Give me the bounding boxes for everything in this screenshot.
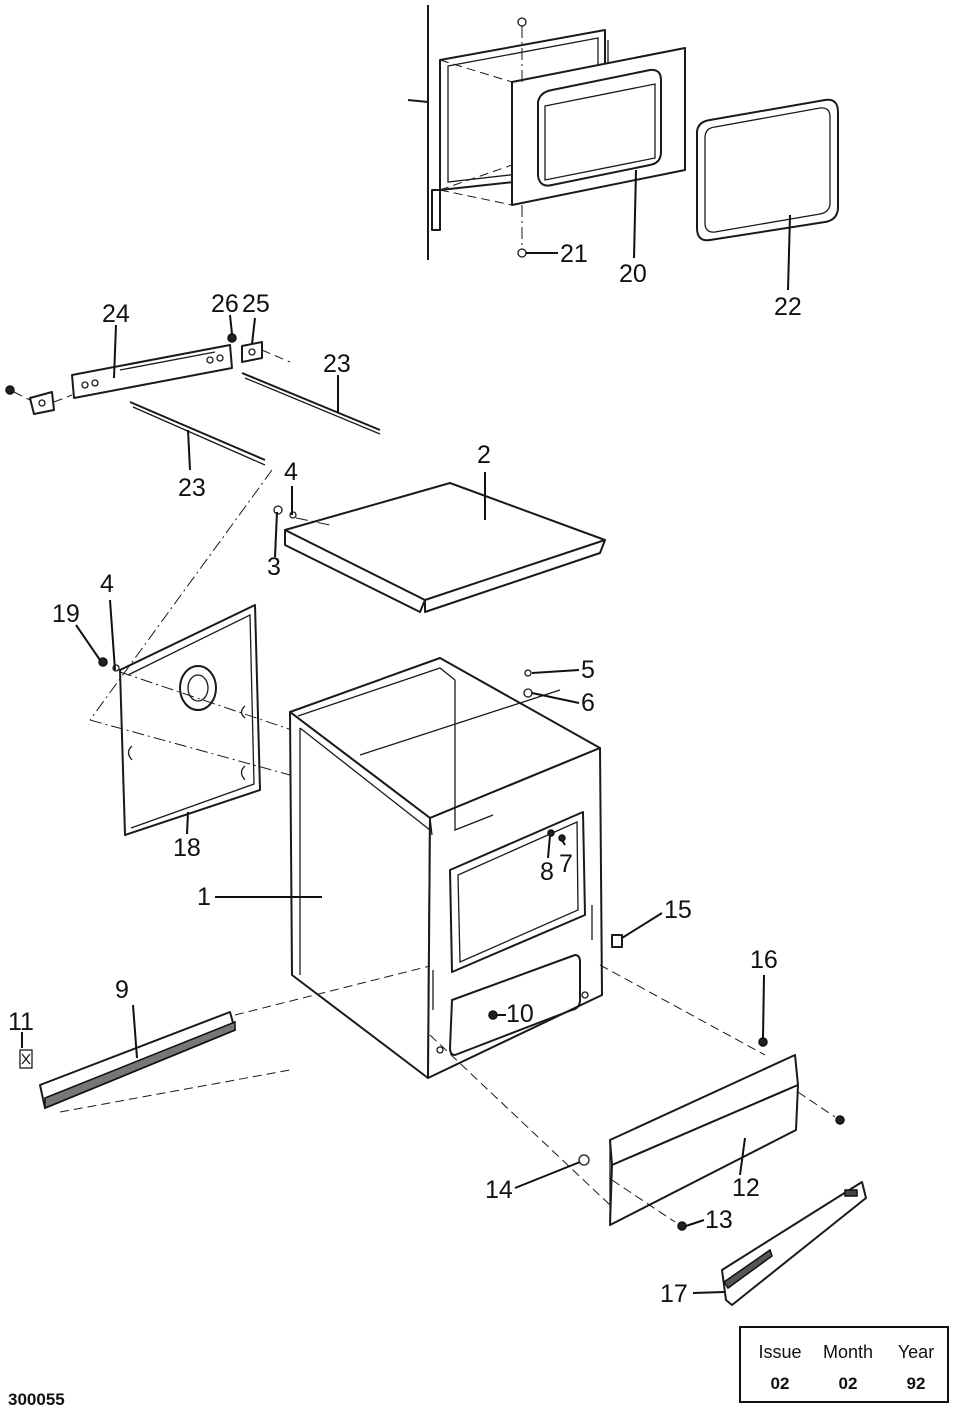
leader-lines <box>21 169 791 1294</box>
callout-16: 16 <box>750 946 778 974</box>
callout-14: 14 <box>485 1176 513 1204</box>
door-screw-bottom <box>517 205 527 258</box>
callout-15: 15 <box>664 896 692 924</box>
callout-4-back: 4 <box>100 570 114 598</box>
clip-15 <box>611 934 623 948</box>
callout-20: 20 <box>619 260 647 288</box>
callout-4-top: 4 <box>284 458 298 486</box>
rod-lower <box>129 401 266 466</box>
callout-12: 12 <box>732 1174 760 1202</box>
cabinet-body <box>289 657 603 1079</box>
support-bracket <box>71 344 233 399</box>
callout-26: 26 <box>211 290 239 318</box>
callout-7: 7 <box>559 850 573 878</box>
callout-10: 10 <box>506 1000 534 1028</box>
year-value: 92 <box>906 1374 926 1393</box>
month-header: Month <box>822 1342 874 1362</box>
bracket-screw <box>227 333 237 343</box>
callout-25: 25 <box>242 290 270 318</box>
bracket-clip-left <box>5 385 73 415</box>
callout-24: 24 <box>102 300 130 328</box>
callout-5: 5 <box>581 656 595 684</box>
cabinet-screws <box>488 669 566 1020</box>
callout-22: 22 <box>774 293 802 321</box>
back-panel-screw <box>98 657 120 672</box>
callout-labels: 1 2 3 4 4 5 6 7 8 9 10 11 12 13 14 15 16… <box>8 240 802 1308</box>
issue-value: 02 <box>770 1374 790 1393</box>
rod-upper <box>241 372 381 435</box>
callout-11: 11 <box>8 1008 34 1036</box>
back-panel <box>119 604 261 836</box>
callout-2: 2 <box>477 441 491 469</box>
callout-18: 18 <box>173 834 201 862</box>
callout-9: 9 <box>115 976 129 1004</box>
bracket-clip-right <box>241 341 291 363</box>
label-tag <box>19 1049 33 1069</box>
callout-17: 17 <box>660 1280 688 1308</box>
top-panel <box>284 482 606 613</box>
callout-3: 3 <box>267 553 281 581</box>
door-outer-frame <box>439 47 686 206</box>
callout-23-upper: 23 <box>323 350 351 378</box>
callout-13: 13 <box>705 1206 733 1234</box>
callout-19: 19 <box>52 600 80 628</box>
kick-strip <box>39 1011 236 1110</box>
door-screw-top <box>517 17 527 82</box>
trim-strip <box>721 1181 867 1306</box>
door-window-seal <box>695 98 839 242</box>
document-id: 300055 <box>8 1390 65 1409</box>
month-value: 02 <box>838 1374 858 1393</box>
callout-6: 6 <box>581 689 595 717</box>
callout-23-lower: 23 <box>178 474 206 502</box>
callout-1: 1 <box>197 883 211 911</box>
drawer-front <box>609 1054 799 1226</box>
callout-8: 8 <box>540 858 554 886</box>
year-header: Year <box>897 1342 935 1362</box>
issue-header: Issue <box>758 1342 802 1362</box>
callout-21: 21 <box>560 240 588 268</box>
issue-table: Issue Month Year 02 02 92 <box>739 1326 949 1403</box>
